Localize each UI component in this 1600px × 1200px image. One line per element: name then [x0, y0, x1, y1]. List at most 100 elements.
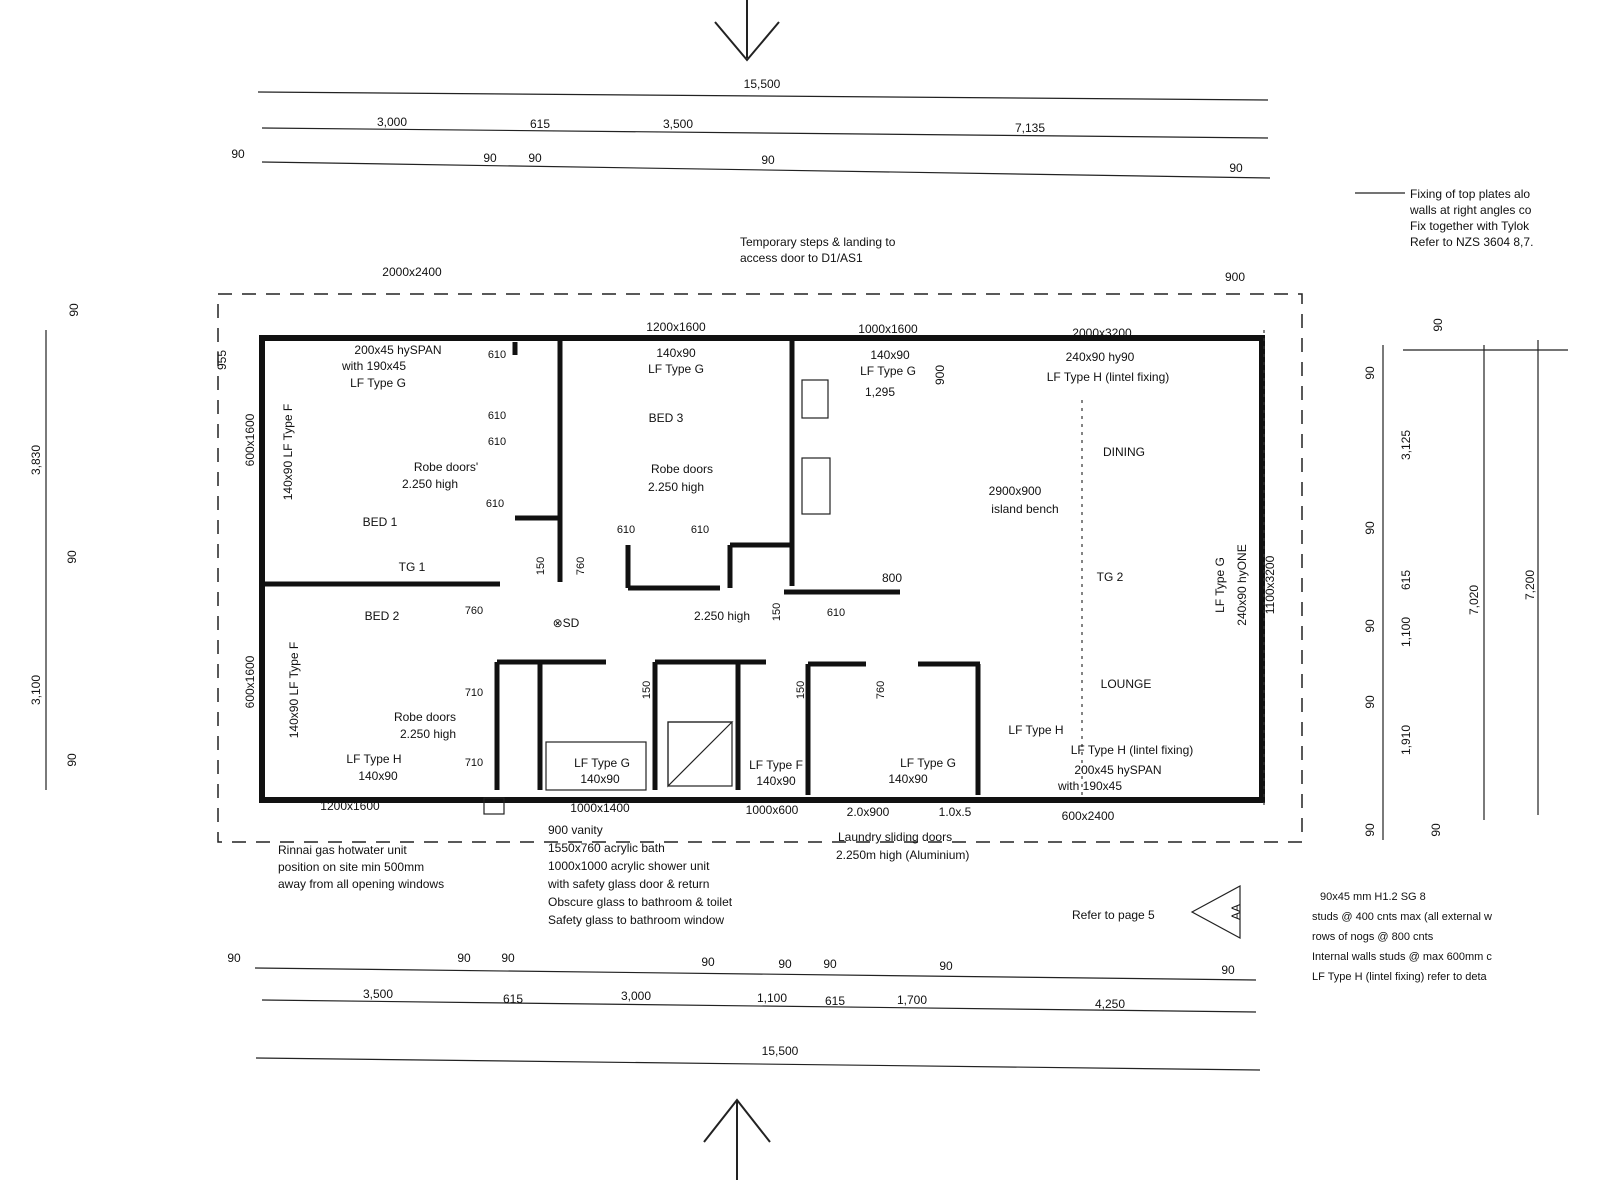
- dim: 900: [933, 365, 947, 385]
- dim: 90: [457, 951, 471, 965]
- dim: 3,000: [621, 989, 651, 1003]
- dim: 90: [65, 550, 79, 564]
- window-size: 1200x1600: [320, 799, 380, 813]
- lintel-note: 240x90 hyONE: [1235, 544, 1249, 625]
- svg-text:2.250m high (Aluminium): 2.250m high (Aluminium): [836, 848, 969, 862]
- robe-note: Robe doors: [651, 462, 713, 476]
- dim: 3,830: [29, 445, 43, 475]
- lintel-note: LF Type F: [749, 758, 803, 772]
- door-dim: 610: [488, 436, 506, 448]
- window-size: 1000x1400: [570, 801, 630, 815]
- lintel-note: 140x90: [580, 772, 620, 786]
- window-size: 1200x1600: [646, 320, 706, 334]
- window-size: 1000x1600: [858, 322, 918, 336]
- room-label-bed1: BED 1: [363, 515, 398, 529]
- dim: 90: [483, 151, 497, 165]
- laundry-note: Laundry sliding doors 2.250m high (Alumi…: [836, 830, 969, 862]
- lintel-note: with 190x45: [1057, 779, 1122, 793]
- dim: 90: [67, 303, 81, 317]
- window-size: 2000x2400: [382, 265, 442, 279]
- door-dim: 150: [641, 681, 653, 699]
- door-dim: 610: [486, 498, 504, 510]
- door-dim: 710: [465, 687, 483, 699]
- dim: 90: [1363, 619, 1377, 633]
- dim: 90: [823, 957, 837, 971]
- window-size: 600x1600: [243, 413, 257, 466]
- dim: 3,000: [377, 115, 407, 129]
- lintel-note: with 190x45: [341, 359, 406, 373]
- dim: 1,295: [865, 385, 895, 399]
- door-dim: 760: [465, 605, 483, 617]
- dim: 90: [1429, 823, 1443, 837]
- window-size: 600x1600: [243, 655, 257, 708]
- dim-overall-top: 15,500: [744, 77, 781, 91]
- svg-text:LF Type H (lintel fixing) refe: LF Type H (lintel fixing) refer to deta: [1312, 971, 1488, 983]
- dim: 1,100: [757, 991, 787, 1005]
- section-arrow-top: [714, 0, 780, 62]
- door-dim: 610: [488, 349, 506, 361]
- dim-overall-bottom: 15,500: [762, 1044, 799, 1058]
- tg1-label: TG 1: [399, 560, 426, 574]
- lintel-note: 140x90 LF Type F: [281, 404, 295, 501]
- lintel-note: 200x45 hySPAN: [1074, 763, 1161, 777]
- dim: 7,020: [1467, 585, 1481, 615]
- dim: 3,500: [663, 117, 693, 131]
- svg-text:away from all opening windows: away from all opening windows: [278, 877, 444, 891]
- door-dim: 610: [488, 410, 506, 422]
- lintel-note: 240x90 hy90: [1066, 350, 1135, 364]
- lintel-note: LF Type H: [346, 752, 401, 766]
- section-arrow-bottom: [703, 1098, 771, 1180]
- dim: 800: [882, 571, 902, 585]
- svg-text:Fix together with Tylok: Fix together with Tylok: [1410, 219, 1530, 233]
- steps-note: Temporary steps & landing to access door…: [740, 235, 896, 265]
- section-ref-note: Refer to page 5: [1072, 908, 1155, 922]
- svg-text:Safety glass to bathroom windo: Safety glass to bathroom window: [548, 913, 724, 927]
- island-note: 2900x900: [989, 484, 1042, 498]
- svg-text:with safety glass door & retur: with safety glass door & return: [547, 877, 709, 891]
- dim: 3,100: [29, 675, 43, 705]
- lintel-note: LF Type G: [860, 364, 916, 378]
- door-dim: 150: [795, 681, 807, 699]
- dim: 90: [1229, 161, 1243, 175]
- svg-text:rows of nogs @ 800 cnts: rows of nogs @ 800 cnts: [1312, 931, 1434, 943]
- smoke-detector-label: ⊗SD: [553, 616, 580, 630]
- dim: 90: [231, 147, 245, 161]
- dim: 955: [215, 350, 229, 370]
- dim: 90: [1431, 318, 1445, 332]
- dim: 1,910: [1399, 725, 1413, 755]
- window-size: 1100x3200: [1263, 555, 1277, 614]
- door-dim: 760: [575, 557, 587, 575]
- window-size: 2000x3200: [1072, 326, 1132, 340]
- svg-text:Temporary steps & landing to: Temporary steps & landing to: [740, 235, 896, 249]
- dim: 90: [1221, 963, 1235, 977]
- tg2-label: TG 2: [1097, 570, 1124, 584]
- exterior-wall: [259, 335, 1265, 803]
- svg-text:studs @ 400 cnts max (all exte: studs @ 400 cnts max (all external w: [1312, 911, 1492, 923]
- dim: 90: [501, 951, 515, 965]
- dim: 900: [1225, 270, 1245, 284]
- window-size: 1000x600: [746, 803, 799, 817]
- room-label-bed2: BED 2: [365, 609, 400, 623]
- svg-text:Refer to NZS 3604 8,7.: Refer to NZS 3604 8,7.: [1410, 235, 1533, 249]
- window-size: 1.0x.5: [939, 805, 972, 819]
- dim: 90: [701, 955, 715, 969]
- svg-text:90x45 mm H1.2 SG 8: 90x45 mm H1.2 SG 8: [1320, 891, 1426, 903]
- dim: 90: [528, 151, 542, 165]
- robe-note: 2.250 high: [648, 480, 704, 494]
- dim: 90: [761, 153, 775, 167]
- door-dim: 150: [535, 557, 547, 575]
- dim: 615: [503, 992, 523, 1006]
- fixtures: [483, 330, 1265, 815]
- dimension-lines: [45, 91, 1568, 1071]
- lintel-note: LF Type G: [574, 756, 630, 770]
- door-dim: 150: [771, 603, 783, 621]
- lintel-note: LF Type H: [1008, 723, 1063, 737]
- dim: 3,500: [363, 987, 393, 1001]
- dim: 90: [1363, 695, 1377, 709]
- section-marker-icon: AA: [1190, 884, 1243, 940]
- lintel-note: 140x90: [656, 346, 696, 360]
- dim: 7,200: [1523, 570, 1537, 600]
- svg-text:position on site min 500mm: position on site min 500mm: [278, 860, 424, 874]
- door-dim: 760: [875, 681, 887, 699]
- dim: 7,135: [1015, 121, 1045, 135]
